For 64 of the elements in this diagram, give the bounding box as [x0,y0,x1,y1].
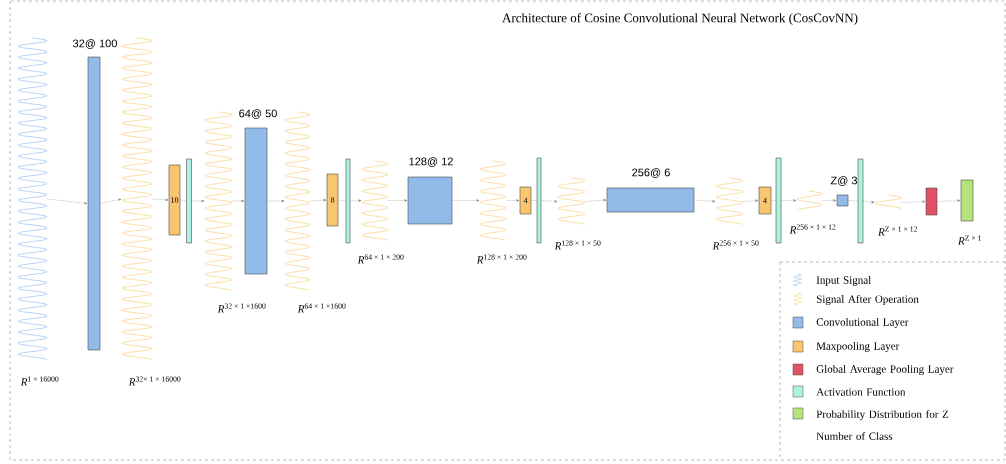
pooling-layer-box [925,187,938,216]
activation-bar [857,158,864,244]
arrow [151,198,169,201]
arrow [901,200,926,203]
arrow [781,199,797,202]
activation-bar [536,157,542,244]
tensor-size-label: R$^{Z × 1}$ [957,235,982,245]
tensor-size-label: R$^{Z × 1 × 12}$ [878,226,917,236]
wave-drawing [204,111,233,291]
legend-label: Probability Distribution for Z Number of Class [816,410,949,440]
activation-bar [775,157,782,244]
layer-label: 64@ 50 [239,109,277,119]
arrow [937,199,961,202]
legend-label: Signal After Operation [816,294,919,306]
arrow [231,199,245,203]
tensor-size-label: R$^{64 × 1 × 200}$ [357,254,404,264]
tensor-size-label: R$^{128 × 1 × 200}$ [476,254,527,264]
arrow [452,199,480,202]
tensor-size-label: R$^{32× 1 × 16000}$ [128,376,181,386]
arrow [541,200,558,203]
wave-drawing [479,160,507,241]
wave-drawing [874,194,903,211]
layer-label: 128@ 12 [409,157,453,167]
maxpooling-layer-box: 8 [326,173,339,227]
arrow [863,200,875,204]
arrow [387,199,408,202]
activation-bar [186,158,192,244]
arrow [742,199,759,202]
wave-drawing [361,160,389,241]
arrow [505,199,520,202]
legend-label: Activation Function [816,388,906,396]
tensor-size-label: R$^{1 × 16000}$ [20,376,59,386]
wave-drawing [796,190,823,211]
title: Architecture of Cosine Convolutional Neural Network (CosCovNN) [502,13,858,25]
tensor-size-label: R$^{32 × 1 ×1600}$ [217,303,266,313]
legend-label: Convolutional Layer [816,318,909,328]
maxpooling-layer-box: 4 [519,186,532,215]
arrow [694,199,716,203]
legend-label: Maxpooling Layer [816,342,900,352]
tensor-size-label: R$^{256 × 1 × 50}$ [712,240,759,250]
arrow [309,199,327,202]
wave-drawing [557,177,586,226]
activation-bar [345,158,351,244]
tensor-size-label: R$^{256 × 1 × 12}$ [789,224,836,234]
tensor-size-label: R$^{128 × 1 × 50}$ [554,240,601,250]
maxpooling-layer-box: 4 [758,186,772,215]
output-layer-box [960,179,974,222]
maxpooling-layer-box: 10 [168,164,181,236]
arrow [821,199,837,202]
wave-drawing [17,37,48,361]
legend-label: Global Average Pooling Layer [816,365,954,375]
arrow [191,199,205,203]
arrow [584,199,607,202]
tensor-size-label: R$^{64 × 1 ×1600}$ [297,303,346,313]
wave-drawing [284,111,311,291]
wave-drawing [121,37,153,361]
arrow [100,198,122,204]
layer-label: 256@ 6 [632,168,670,178]
arrow [46,198,88,205]
layer-label: Z@ 3 [830,176,858,186]
layer-label: 32@ 100 [73,39,117,49]
legend-label: Input Signal [816,276,871,286]
wave-drawing [715,177,744,226]
arrow [350,199,362,202]
